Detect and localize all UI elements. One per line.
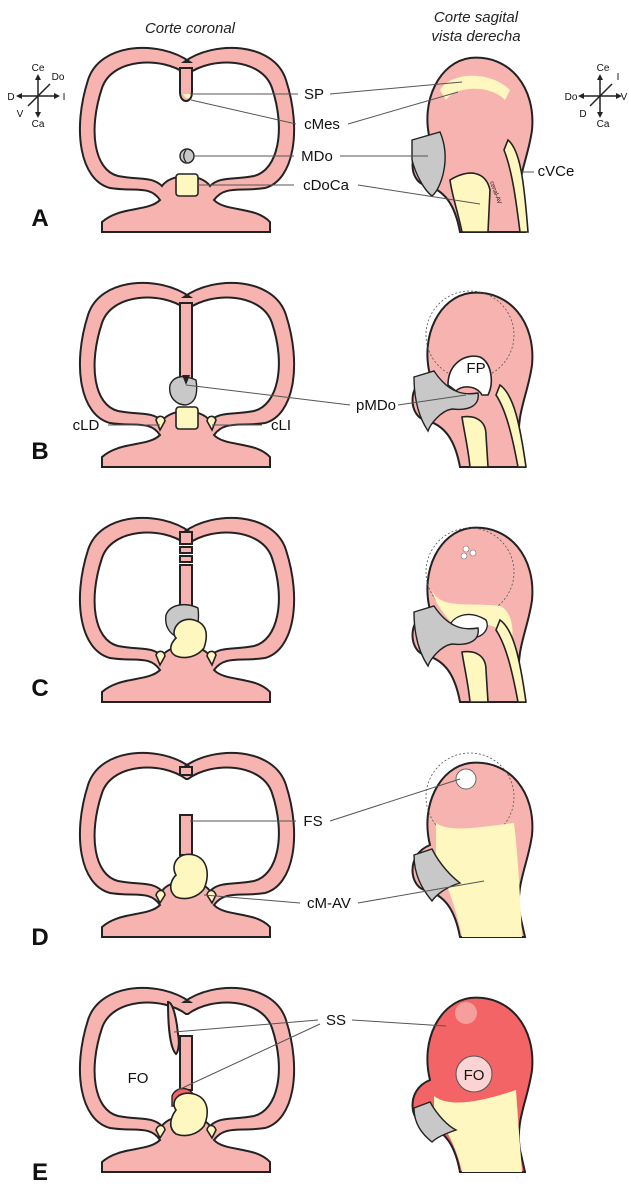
panel-c: C	[31, 518, 532, 702]
compass-right-diag-up: I	[617, 72, 620, 83]
panel-label-a: A	[31, 205, 48, 232]
label-cli: cLI	[271, 417, 291, 434]
label-fs: FS	[303, 813, 322, 830]
panel-a: cenal-AV SP cMes MDo cDoCa cVCe A	[31, 48, 574, 232]
label-fo-left: FO	[128, 1070, 149, 1087]
compass-right-down: Ca	[597, 119, 610, 130]
label-cmes: cMes	[304, 116, 340, 133]
compass-left-down: Ca	[32, 119, 45, 130]
compass-left-diag-up: Do	[52, 72, 65, 83]
panel-d: FS cM-AV D	[31, 753, 532, 951]
compass-right-diag-down: D	[579, 109, 586, 120]
header-sagittal-line1: Corte sagital	[434, 9, 519, 26]
compass-right: Ce Ca Do V I D	[565, 63, 628, 130]
panel-e: SS FO FO E	[32, 988, 532, 1186]
compass-left-up: Ce	[32, 63, 45, 74]
compass-left-diag-down: V	[17, 109, 24, 120]
pmdo-blob-b	[170, 377, 197, 405]
label-cvce: cVCe	[538, 163, 575, 180]
mdo-blob-a	[180, 149, 194, 163]
compass-right-right: V	[621, 92, 628, 103]
panel-label-b: B	[31, 438, 48, 465]
header-coronal: Corte coronal	[145, 20, 236, 37]
compass-right-up: Ce	[597, 63, 610, 74]
label-mdo: MDo	[301, 148, 333, 165]
label-cdoca: cDoCa	[303, 177, 350, 194]
panel-b: pMDo FP cLD cLI B	[31, 283, 532, 467]
panel-label-e: E	[32, 1159, 48, 1186]
compass-right-left: Do	[565, 92, 578, 103]
cdoca-cushion-a	[176, 174, 198, 196]
label-cmav: cM-AV	[307, 895, 351, 912]
panel-label-c: C	[31, 675, 48, 702]
panel-label-d: D	[31, 924, 48, 951]
label-cld: cLD	[73, 417, 100, 434]
header-sagittal-line2: vista derecha	[431, 28, 520, 45]
label-pmdo: pMDo	[356, 397, 396, 414]
cushion-b	[176, 407, 198, 429]
compass-left-left: D	[7, 92, 14, 103]
label-fo-right: FO	[464, 1067, 485, 1084]
compass-left-right: I	[63, 92, 66, 103]
label-sp: SP	[304, 86, 324, 103]
label-fp: FP	[466, 360, 485, 377]
compass-left: Ce Ca D I Do V	[7, 63, 65, 130]
label-ss: SS	[326, 1012, 346, 1029]
